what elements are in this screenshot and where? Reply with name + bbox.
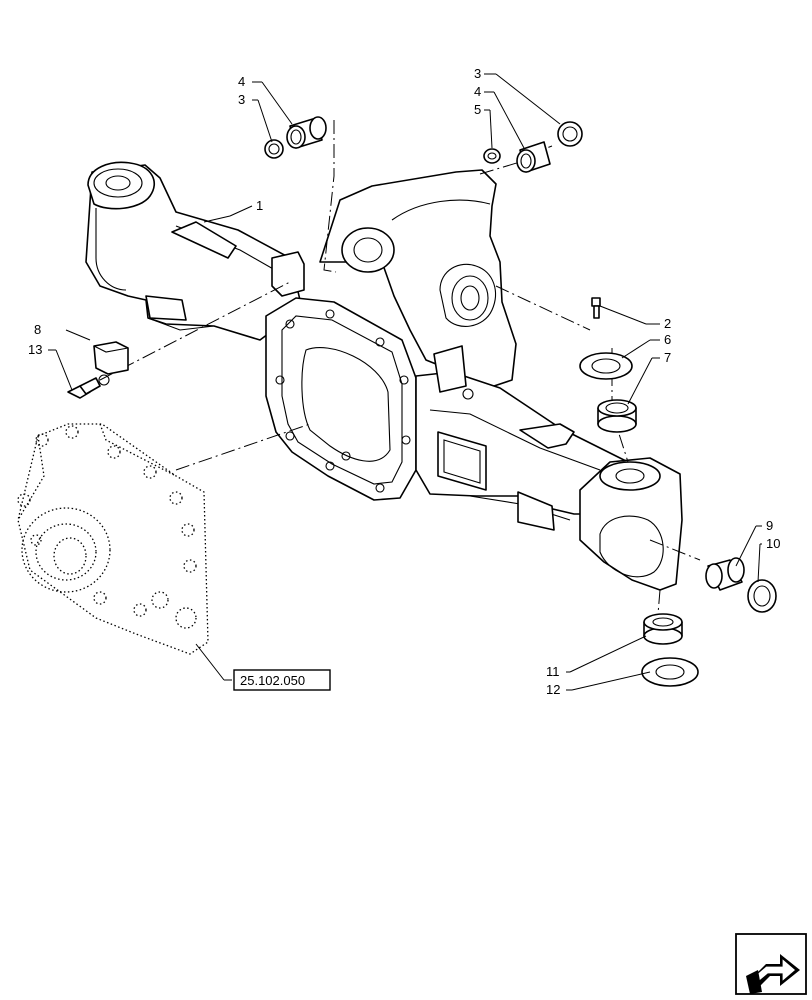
callout-5: 5: [474, 102, 481, 117]
washer-item-12: [641, 657, 699, 687]
bushing-item-4-left: [286, 116, 327, 149]
callout-4-top: 4: [474, 84, 481, 99]
bushing-item-11: [643, 613, 683, 645]
next-page-arrow-icon[interactable]: [735, 933, 807, 995]
callout-labels: 1 4 3 3 4 5 2 6 7 8 13 9 10 11 12: [28, 66, 780, 697]
thrust-ring-item-5: [483, 148, 501, 164]
callout-3-top: 3: [474, 66, 481, 81]
callout-11: 11: [546, 664, 560, 679]
bushing-item-9: [705, 557, 745, 591]
seal-item-3-right: [557, 121, 583, 147]
callout-6: 6: [664, 332, 671, 347]
final-drive-phantom: [17, 423, 209, 655]
washer-item-6: [579, 352, 633, 380]
bushing-item-4-right: [516, 141, 551, 173]
callout-10: 10: [766, 536, 780, 551]
seal-item-3-left: [264, 139, 284, 159]
reference-link-box[interactable]: 25.102.050: [233, 669, 331, 691]
callout-12: 12: [546, 682, 560, 697]
callout-8: 8: [34, 322, 41, 337]
callout-13: 13: [28, 342, 42, 357]
reference-label[interactable]: 25.102.050: [240, 673, 305, 688]
grease-nipple-item-2: [591, 297, 601, 319]
callout-9: 9: [766, 518, 773, 533]
callout-3-left: 3: [238, 92, 245, 107]
bushing-item-7: [597, 399, 637, 433]
bolt-item-13: [67, 377, 101, 399]
axle-housing: [85, 161, 683, 591]
bracket-item-8: [93, 341, 129, 386]
callout-4-left: 4: [238, 74, 245, 89]
callout-1: 1: [256, 198, 263, 213]
seal-item-10: [747, 579, 777, 613]
callout-2: 2: [664, 316, 671, 331]
leader-lines: [48, 73, 762, 691]
callout-7: 7: [664, 350, 671, 365]
